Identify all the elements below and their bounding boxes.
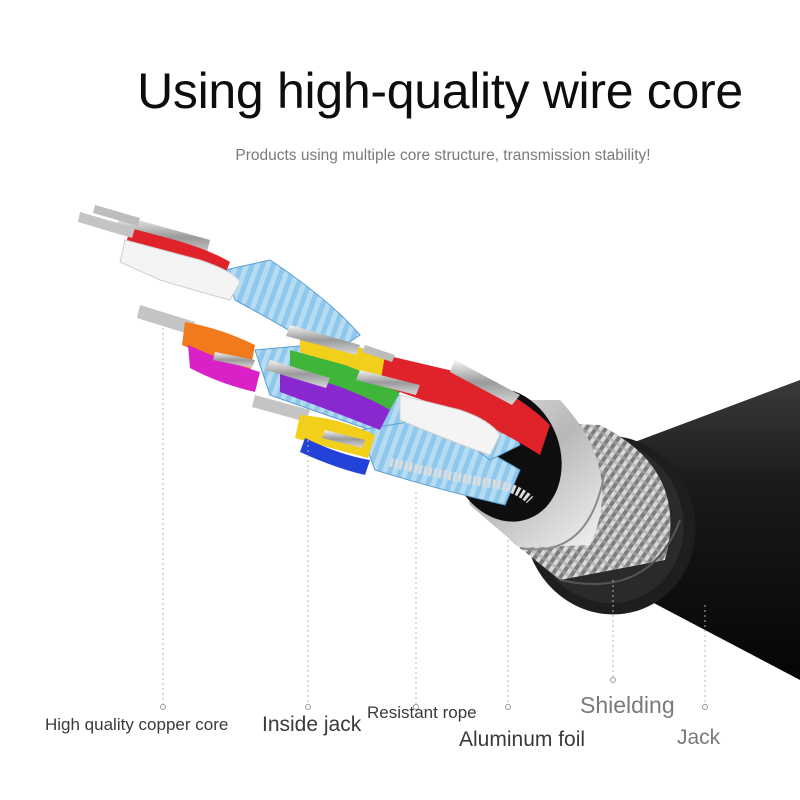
wire-pair-top [78,205,241,301]
label-aluminum-foil: Aluminum foil [459,728,586,751]
wire-pair-orange-magenta [137,305,260,392]
leader-lines [162,328,706,705]
label-inside-jack: Inside jack [262,713,362,736]
wire-pair-yellow-blue [252,395,375,475]
page-title: Using high-quality wire core [137,63,743,119]
page-subtitle: Products using multiple core structure, … [235,147,651,164]
label-copper-core: High quality copper core [45,715,229,734]
wire-bundle-center [266,325,550,456]
leader-dots [160,677,708,710]
label-jack: Jack [677,726,721,749]
label-resistant-rope: Resistant rope [367,703,477,722]
label-shielding: Shielding [580,692,675,718]
resistant-rope [388,457,534,504]
